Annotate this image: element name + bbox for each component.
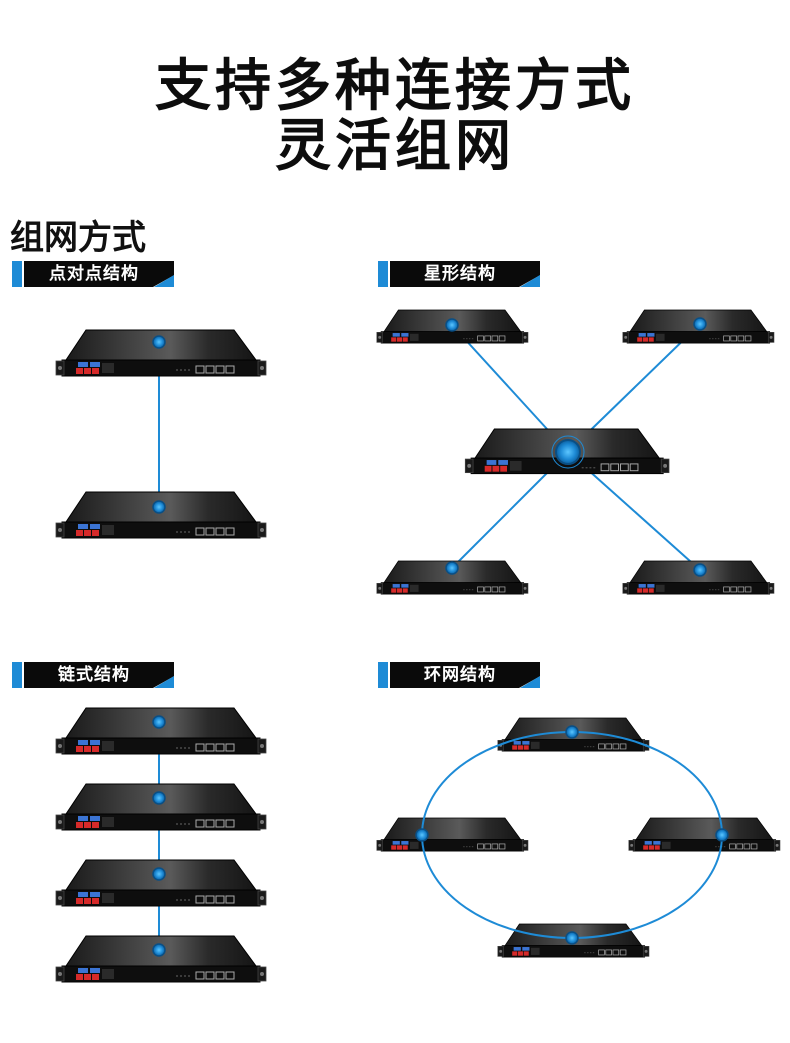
link-node-icon — [152, 867, 166, 881]
page-title-line1: 支持多种连接方式 — [155, 54, 635, 119]
section-heading: 组网方式 — [10, 218, 146, 258]
link-node-icon — [415, 828, 429, 842]
link-node-icon — [565, 725, 579, 739]
label-star: 星形结构 — [378, 261, 540, 287]
page-title-line2: 灵活组网 — [275, 114, 515, 179]
link-node-icon — [715, 828, 729, 842]
p2p-device-bottom — [55, 491, 267, 539]
label-p2p-text: 点对点结构 — [49, 264, 139, 284]
chain-device-4 — [55, 935, 267, 983]
link-node-halo — [551, 435, 585, 469]
link-node-icon — [555, 439, 581, 465]
link-node-icon — [152, 791, 166, 805]
label-p2p: 点对点结构 — [12, 261, 174, 287]
link-node-icon — [565, 931, 579, 945]
link-node-icon — [693, 563, 707, 577]
label-ring-text: 环网结构 — [424, 665, 496, 685]
chain-device-3 — [55, 859, 267, 907]
link-node-icon — [693, 317, 707, 331]
link-node-icon — [152, 500, 166, 514]
ring-device-right — [628, 817, 781, 852]
label-chain: 链式结构 — [12, 662, 174, 688]
link-node-icon — [152, 335, 166, 349]
chain-device-1 — [55, 707, 267, 755]
link-nodes — [152, 317, 729, 957]
label-star-text: 星形结构 — [424, 264, 496, 284]
link-node-icon — [445, 561, 459, 575]
link-node-icon — [152, 715, 166, 729]
label-chain-text: 链式结构 — [58, 665, 130, 685]
chain-device-2 — [55, 783, 267, 831]
label-ring: 环网结构 — [378, 662, 540, 688]
ring-device-left — [376, 817, 529, 852]
link-node-icon — [152, 943, 166, 957]
link-node-icon — [445, 318, 459, 332]
